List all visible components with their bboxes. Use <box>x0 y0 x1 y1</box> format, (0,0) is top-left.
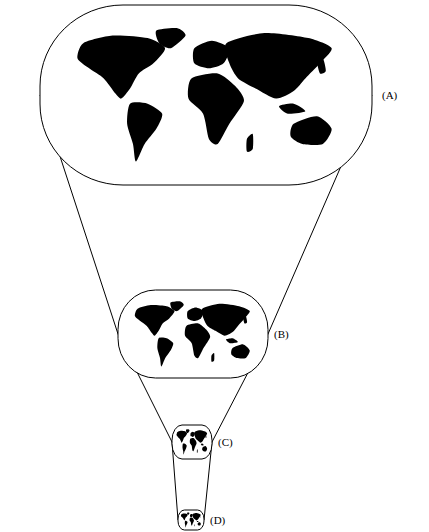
continent <box>211 353 214 362</box>
continent <box>135 305 175 336</box>
world-map <box>118 290 268 378</box>
continent <box>243 316 247 324</box>
oval-outline <box>40 5 372 185</box>
continent <box>127 102 162 161</box>
world-map-oval: (C) <box>172 425 212 459</box>
continent <box>201 444 204 446</box>
continent <box>290 116 331 145</box>
oval-outline <box>118 290 268 378</box>
continent <box>170 301 184 311</box>
continent <box>181 513 188 520</box>
continent <box>190 432 194 437</box>
continent <box>185 521 188 528</box>
world-map <box>40 5 372 185</box>
continent <box>190 514 193 517</box>
continent <box>226 338 238 343</box>
continent <box>185 323 210 358</box>
continent <box>157 338 173 367</box>
continent <box>317 58 326 74</box>
world-map <box>172 425 212 459</box>
continent <box>202 446 207 451</box>
world-map <box>178 510 204 530</box>
continent <box>176 431 187 443</box>
continent <box>193 41 230 69</box>
world-map-oval: (D) <box>178 510 204 530</box>
continent <box>77 35 165 98</box>
figure-label: (B) <box>274 328 289 340</box>
oval-outline <box>172 425 212 459</box>
figure-label: (C) <box>218 436 233 448</box>
continent <box>156 28 186 48</box>
continent <box>196 449 198 452</box>
continent <box>279 104 305 114</box>
continent <box>205 435 206 438</box>
figure-label: (D) <box>210 514 225 526</box>
continent <box>186 429 190 433</box>
continent <box>192 513 200 520</box>
continent <box>225 33 332 99</box>
world-map-oval: (A) <box>40 5 372 185</box>
continent <box>231 344 250 358</box>
continent <box>190 438 197 451</box>
figure-label: (A) <box>382 89 397 101</box>
continent <box>187 513 189 515</box>
continent <box>199 516 201 518</box>
continent <box>187 307 204 321</box>
continent <box>194 524 196 526</box>
continent <box>246 134 253 152</box>
continent <box>182 443 186 454</box>
continent <box>197 521 199 522</box>
continent <box>198 522 201 525</box>
continent <box>202 304 250 336</box>
world-map-oval: (B) <box>118 290 268 378</box>
continent <box>188 73 244 144</box>
oval-outline <box>178 510 204 530</box>
continent <box>194 430 207 442</box>
continent <box>190 518 194 526</box>
